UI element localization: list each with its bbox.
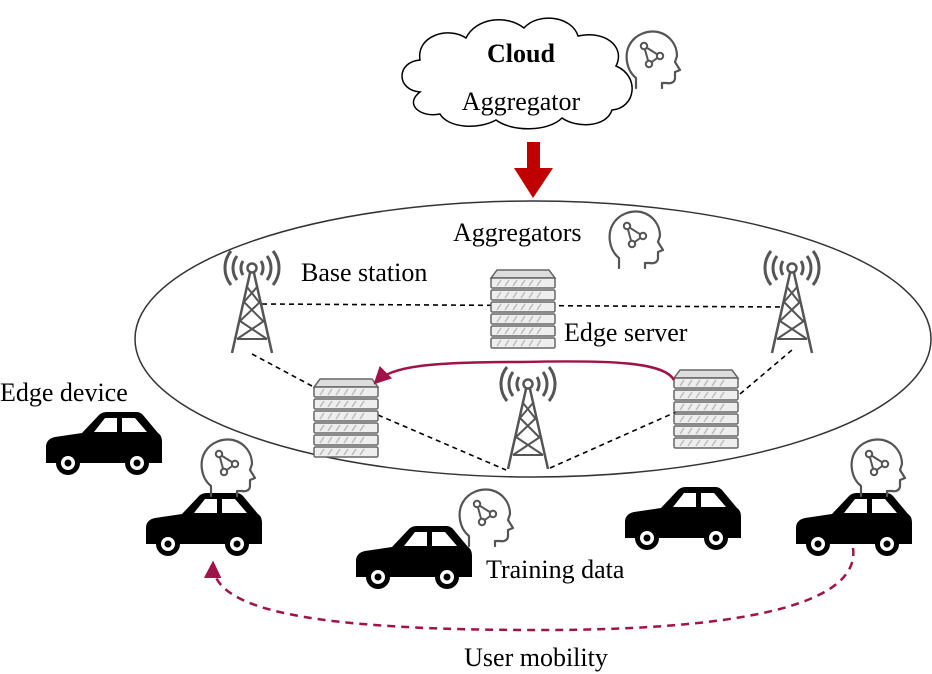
car-5-icon	[796, 493, 912, 556]
edge-server-right-icon	[673, 369, 739, 449]
model-migration-arrow	[373, 360, 676, 385]
edge-server-left-icon	[313, 378, 379, 458]
aggregators-ai-head-icon	[608, 210, 665, 270]
car-4-icon	[625, 487, 741, 550]
cloud-title: Cloud	[487, 39, 555, 68]
car-3-ai-head-icon	[458, 488, 515, 548]
base-station-right-icon	[763, 249, 821, 355]
backhaul-links	[251, 303, 793, 471]
cloud-ai-head-icon	[625, 30, 682, 90]
car-2-icon	[146, 493, 262, 556]
edge-server-center-icon	[490, 269, 556, 349]
downlink-arrow	[514, 142, 553, 198]
base-station-left-icon	[223, 249, 281, 355]
car-5-ai-head-icon	[850, 438, 907, 498]
edge-device-label: Edge device	[0, 378, 128, 407]
edge-layer-ellipse	[134, 200, 932, 478]
training-data-label: Training data	[486, 555, 625, 584]
car-2-ai-head-icon	[200, 438, 257, 498]
base-station-label: Base station	[301, 258, 427, 287]
aggregators-label: Aggregators	[453, 218, 582, 247]
edge-server-label: Edge server	[564, 318, 688, 347]
user-mobility-label: User mobility	[464, 643, 608, 672]
cloud-icon	[401, 17, 633, 130]
base-station-center-icon	[499, 365, 557, 471]
car-1-icon	[46, 412, 162, 475]
cloud-subtitle: Aggregator	[462, 87, 581, 116]
car-3-icon	[356, 526, 472, 589]
